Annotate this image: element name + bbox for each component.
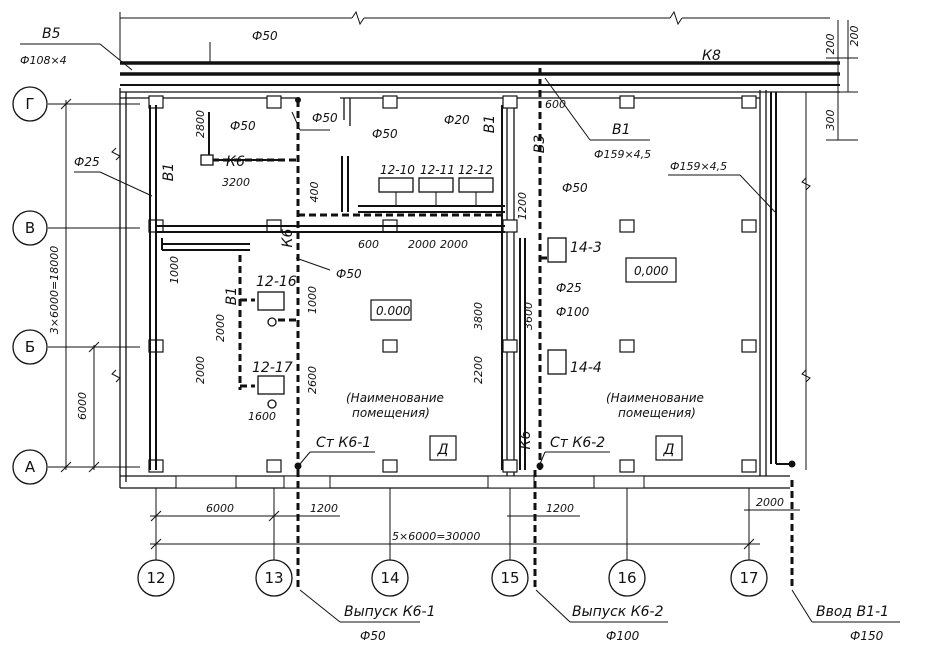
label-d25-right: Ф25 — [556, 281, 582, 295]
label-k8: К8 — [702, 48, 721, 64]
label-k6-top: К6 — [226, 154, 245, 170]
label-dim-3200: 3200 — [222, 176, 250, 189]
label-dim-3600: 3600 — [522, 302, 535, 330]
label-level-right: 0,000 — [634, 264, 669, 278]
axis-col-12: 12 — [146, 569, 165, 587]
label-dim-400: 400 — [308, 182, 321, 203]
label-dim-2000b: 2000 — [440, 238, 468, 251]
label-outlet-2-size: Ф100 — [606, 629, 640, 643]
label-d50-e: Ф50 — [336, 267, 362, 281]
label-b3: В3 — [532, 135, 548, 154]
label-fix-143: 14-3 — [570, 240, 602, 256]
label-dim-6000-bottom: 6000 — [206, 502, 234, 515]
label-dim-600-top: 600 — [545, 98, 566, 111]
axis-col-15: 15 — [500, 569, 519, 587]
label-d50-c: Ф50 — [372, 127, 398, 141]
label-dim-1000-mid: 1000 — [306, 286, 319, 314]
label-fix-1211: 12-11 — [420, 163, 455, 177]
label-outlet-1-size: Ф50 — [360, 629, 386, 643]
label-d50-b: Ф50 — [312, 111, 338, 125]
sewage-k6-lines — [212, 68, 796, 590]
axis-col-17: 17 — [739, 569, 758, 587]
label-b1-right: В1 — [612, 122, 631, 138]
row-axis-markers: Г В Б А — [12, 86, 48, 485]
label-outlet-1: Выпуск К6-1 — [344, 604, 436, 620]
axis-row-v: В — [25, 219, 35, 237]
label-b1-small: В1 — [224, 287, 240, 306]
label-d-1: Д — [437, 442, 449, 458]
label-d-2: Д — [663, 442, 675, 458]
label-fix-1212: 12-12 — [458, 163, 493, 177]
label-b1-mid: В1 — [482, 115, 498, 134]
label-dim-2800: 2800 — [194, 110, 207, 138]
label-b1-right-size: Ф159×4,5 — [594, 148, 651, 161]
label-level-center: 0.000 — [376, 304, 411, 318]
label-dim-600-b: 600 — [358, 238, 379, 251]
label-outlet-2: Выпуск К6-2 — [572, 604, 664, 620]
label-fix-1216: 12-16 — [256, 274, 297, 290]
axis-row-g: Г — [25, 95, 34, 113]
axis-col-13: 13 — [264, 569, 283, 587]
label-d50-a: Ф50 — [230, 119, 256, 133]
label-b5-size: Ф108×4 — [20, 54, 67, 67]
label-inlet-1-size: Ф150 — [850, 629, 884, 643]
label-dim-1200-v: 1200 — [516, 192, 529, 220]
label-dim-2000a: 2000 — [408, 238, 436, 251]
axis-row-b: Б — [25, 338, 35, 356]
label-dim-3800: 3800 — [472, 302, 485, 330]
label-riser-1: Ст К6-1 — [316, 435, 371, 451]
label-dim-1200-a: 1200 — [310, 502, 338, 515]
label-b5: В5 — [42, 26, 61, 42]
left-dimension-lines — [60, 98, 121, 473]
label-riser-2: Ст К6-2 — [550, 435, 605, 451]
label-dim-2000-v1: 2000 — [214, 314, 227, 342]
label-dim-2200: 2200 — [472, 356, 485, 384]
label-b1-left: В1 — [161, 163, 177, 182]
label-dim-300: 300 — [824, 110, 837, 131]
label-fix-144: 14-4 — [570, 360, 602, 376]
drawing-labels: В5 Ф108×4 Ф50 К8 200 200 300 600 В1 Ф159… — [20, 26, 889, 644]
fixtures — [200, 154, 683, 461]
label-d100: Ф100 — [556, 305, 590, 319]
label-d159: Ф159×4,5 — [670, 160, 727, 173]
label-dim-6000-left: 6000 — [76, 392, 89, 420]
label-dim-2000-bottom: 2000 — [756, 496, 784, 509]
label-dim-2600: 2600 — [306, 366, 319, 394]
label-d25-left: Ф25 — [74, 155, 100, 169]
structural-columns — [148, 95, 757, 473]
water-supply-b1-lines — [149, 92, 792, 470]
label-k6-vert: К6 — [280, 228, 296, 247]
axis-col-16: 16 — [617, 569, 636, 587]
label-dim-1200-b: 1200 — [546, 502, 574, 515]
top-pipe-lines — [20, 42, 840, 86]
top-break-line — [119, 10, 830, 60]
label-overall-cols: 5×6000=30000 — [392, 530, 480, 543]
bottom-dimension-lines — [150, 509, 800, 550]
label-room-name-4: помещения) — [618, 406, 696, 420]
axis-col-14: 14 — [380, 569, 399, 587]
label-d50-d: Ф50 — [562, 181, 588, 195]
label-dim-2000-v2: 2000 — [194, 356, 207, 384]
axis-row-a: А — [25, 458, 36, 476]
right-dimension-lines — [801, 20, 858, 470]
label-room-name-2: помещения) — [352, 406, 430, 420]
label-d50-top: Ф50 — [252, 29, 278, 43]
label-fix-1210: 12-10 — [380, 163, 415, 177]
building-walls — [119, 88, 840, 489]
label-d20: Ф20 — [444, 113, 470, 127]
label-overall-rows: 3×6000=18000 — [48, 246, 61, 334]
label-dim-1000-left: 1000 — [168, 256, 181, 284]
label-fix-1217: 12-17 — [252, 360, 293, 376]
label-k6-riser: К6 — [518, 430, 534, 449]
label-room-name-1: (Наименование — [346, 391, 444, 405]
label-room-name-3: (Наименование — [606, 391, 704, 405]
label-dim-200a: 200 — [824, 34, 837, 55]
label-dim-1600: 1600 — [248, 410, 276, 423]
column-axis-markers: 12 13 14 15 16 17 — [137, 559, 768, 597]
label-dim-200b: 200 — [848, 26, 861, 47]
label-inlet-1: Ввод В1-1 — [816, 604, 889, 620]
axis-lines — [48, 103, 750, 560]
leader-lines — [74, 77, 900, 623]
